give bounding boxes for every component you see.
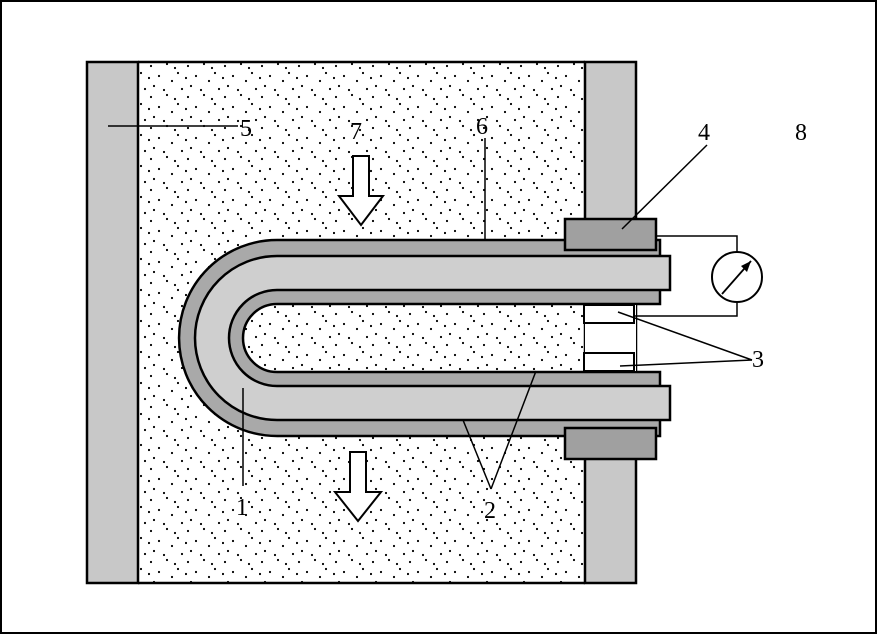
down-arrow-icon bbox=[332, 451, 384, 523]
meter-wire-bottom bbox=[634, 301, 738, 317]
leader-2b bbox=[490, 370, 537, 490]
label-3: 3 bbox=[752, 347, 764, 373]
leader-3a bbox=[617, 311, 753, 361]
label-7: 7 bbox=[350, 119, 362, 145]
gauge-icon bbox=[711, 251, 763, 303]
label-4: 4 bbox=[698, 120, 710, 146]
clamp-bottom bbox=[563, 426, 658, 461]
label-1: 1 bbox=[236, 495, 248, 521]
contact-top bbox=[583, 304, 635, 324]
contact-bottom bbox=[583, 352, 635, 372]
leader-2a bbox=[462, 419, 492, 490]
leader-4 bbox=[621, 144, 708, 230]
label-8: 8 bbox=[795, 120, 807, 146]
down-arrow-icon bbox=[336, 155, 386, 227]
label-2: 2 bbox=[484, 498, 496, 524]
left-wall bbox=[85, 60, 140, 585]
clamp-top bbox=[563, 217, 658, 252]
label-6: 6 bbox=[476, 114, 488, 140]
meter-wire-top bbox=[656, 235, 738, 253]
leader-3b bbox=[619, 359, 753, 367]
label-5: 5 bbox=[240, 116, 252, 142]
